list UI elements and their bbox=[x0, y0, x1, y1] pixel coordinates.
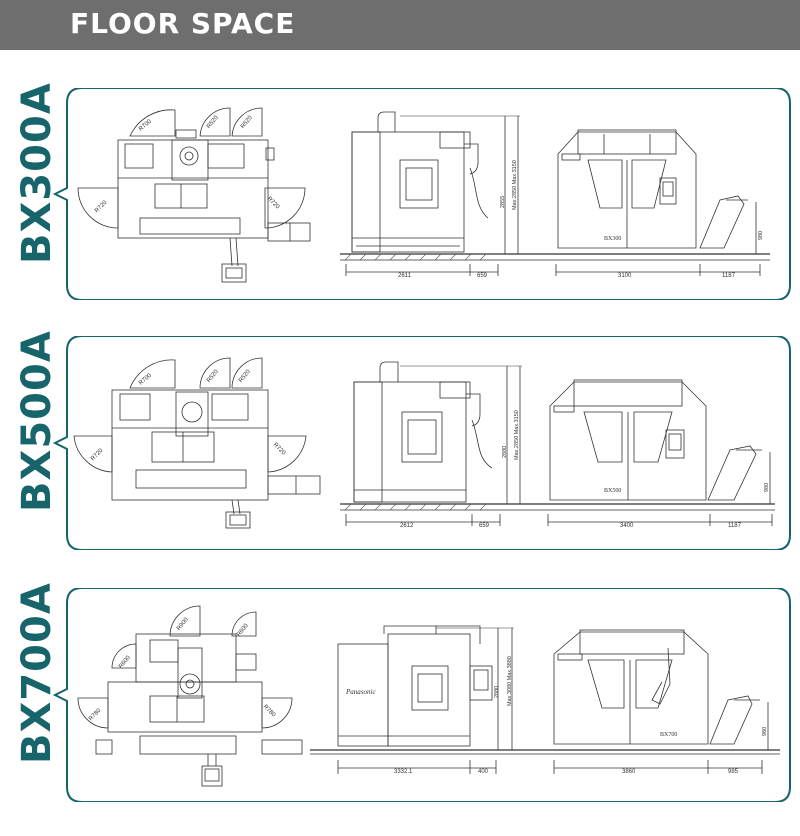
brand-logo: Panasonic bbox=[346, 688, 376, 696]
top-view-drawing bbox=[77, 605, 303, 787]
front-view-drawing bbox=[547, 379, 773, 526]
dimension-side-depth: 3332.1 bbox=[394, 769, 413, 775]
dimension-side-gap: 659 bbox=[477, 273, 488, 279]
top-view-drawing bbox=[73, 357, 321, 529]
model-plate: BX500 bbox=[604, 488, 622, 494]
top-view-drawing bbox=[77, 107, 311, 283]
height-conveyor: 980 bbox=[762, 726, 768, 736]
dimension-side-gap: 659 bbox=[479, 523, 490, 529]
dimension-front-width: 3400 bbox=[620, 523, 634, 529]
side-view-drawing bbox=[340, 111, 770, 276]
dimension-front-width: 3860 bbox=[622, 769, 636, 775]
model-plate: BX700 bbox=[660, 732, 678, 738]
side-view-drawing bbox=[310, 625, 780, 774]
front-view-drawing bbox=[553, 629, 769, 774]
panel-bx700a: BX700A R900 R600 R600 R780 bbox=[0, 582, 800, 802]
side-view-drawing bbox=[340, 361, 775, 526]
header-bar: FLOOR SPACE bbox=[0, 0, 800, 50]
panel-bx500a: BX500A R700 R520 R520 R720 R720 bbox=[0, 330, 800, 550]
dimension-side-gap: 400 bbox=[478, 769, 489, 775]
dimension-front-ext: 985 bbox=[728, 769, 739, 775]
dimension-side-depth: 2612 bbox=[400, 523, 414, 529]
panel-bx300a: BX300A bbox=[0, 82, 800, 300]
dimension-front-width: 3100 bbox=[618, 273, 632, 279]
height-conveyor: 980 bbox=[764, 482, 770, 492]
dimension-front-ext: 1187 bbox=[722, 273, 735, 279]
dimension-side-depth: 2611 bbox=[398, 273, 411, 279]
height-conveyor: 980 bbox=[758, 230, 764, 240]
front-view-drawing bbox=[555, 129, 761, 276]
page-title: FLOOR SPACE bbox=[70, 7, 296, 40]
dimension-front-ext: 1187 bbox=[728, 523, 741, 529]
model-plate: BX300 bbox=[604, 236, 622, 242]
